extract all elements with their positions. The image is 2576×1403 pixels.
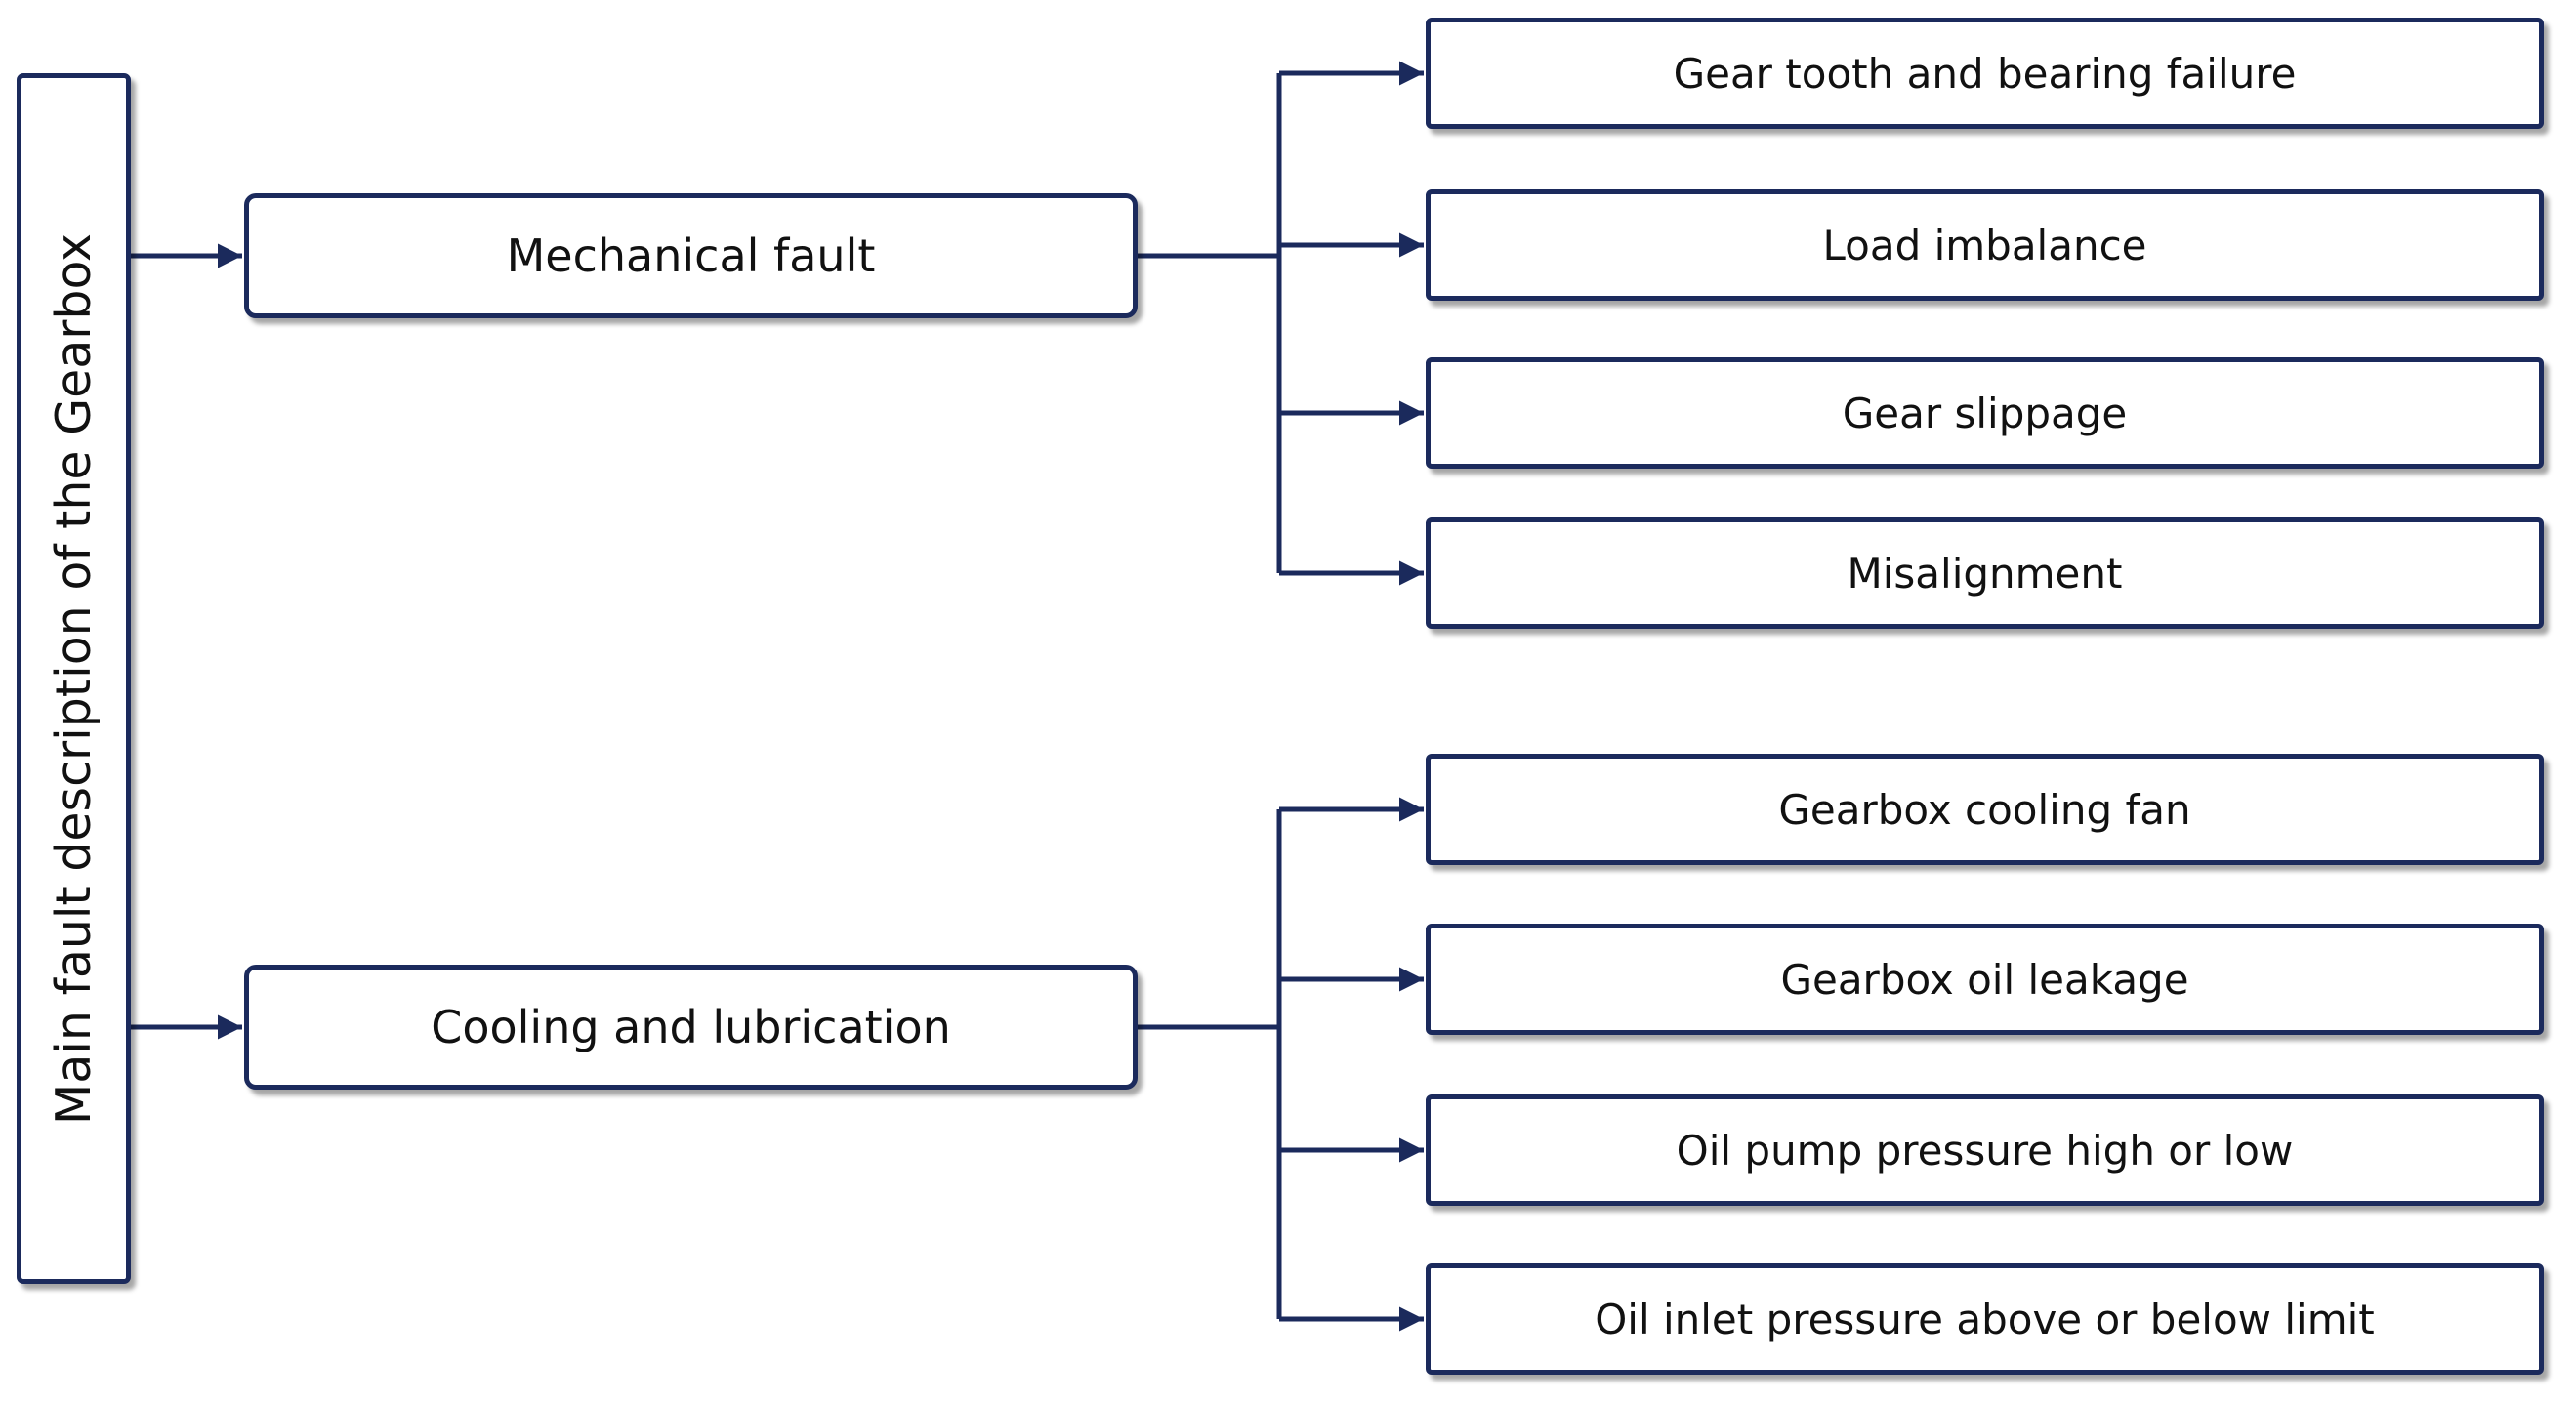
leaf-node-misalignment: Misalignment <box>1426 517 2544 629</box>
leaf-node-gearbox-cooling-fan: Gearbox cooling fan <box>1426 754 2544 865</box>
leaf-label: Gearbox cooling fan <box>1778 785 2191 834</box>
category-node-cooling-and-lubrication: Cooling and lubrication <box>244 965 1138 1090</box>
leaf-node-gearbox-oil-leakage: Gearbox oil leakage <box>1426 924 2544 1035</box>
leaf-label: Load imbalance <box>1822 221 2147 269</box>
leaf-label: Gearbox oil leakage <box>1780 955 2189 1004</box>
leaf-label: Gear slippage <box>1842 389 2128 437</box>
root-label: Main fault description of the Gearbox <box>46 232 102 1125</box>
leaf-label: Oil pump pressure high or low <box>1676 1126 2294 1175</box>
leaf-node-gear-tooth-bearing-failure: Gear tooth and bearing failure <box>1426 18 2544 129</box>
category-label: Mechanical fault <box>506 229 876 282</box>
leaf-label: Gear tooth and bearing failure <box>1673 49 2297 98</box>
leaf-label: Oil inlet pressure above or below limit <box>1595 1295 2375 1343</box>
leaf-node-gear-slippage: Gear slippage <box>1426 357 2544 469</box>
leaf-label: Misalignment <box>1847 549 2123 598</box>
leaf-node-oil-pump-pressure: Oil pump pressure high or low <box>1426 1094 2544 1206</box>
category-node-mechanical-fault: Mechanical fault <box>244 193 1138 318</box>
leaf-node-oil-inlet-pressure: Oil inlet pressure above or below limit <box>1426 1263 2544 1375</box>
category-label: Cooling and lubrication <box>431 1001 951 1053</box>
root-node: Main fault description of the Gearbox <box>17 73 131 1284</box>
leaf-node-load-imbalance: Load imbalance <box>1426 189 2544 301</box>
